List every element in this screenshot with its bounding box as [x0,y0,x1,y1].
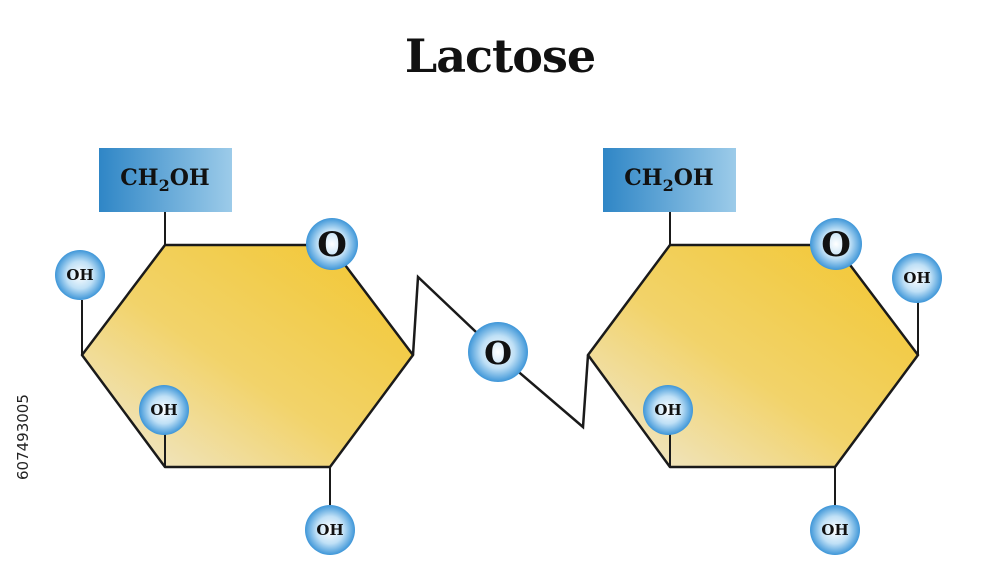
right-oh-bottom: OH [821,521,848,539]
left-ring-oxygen-glow [306,218,358,270]
right-ch2oh-label: CH2OH [603,148,736,212]
right-oh-bottom-glow [810,505,860,555]
right-ch2oh-text: CH2OH [624,165,713,195]
left-ring: CH2OH O OH OH OH [55,148,415,555]
right-oh-inner: OH [654,401,681,419]
left-oh-inner-glow [139,385,189,435]
bridge-bond-left [411,274,496,356]
left-oh-bottom: OH [316,521,343,539]
bridge-oxygen: O [484,334,512,372]
right-ring-oxygen-glow [810,218,862,270]
left-oh-top-left-glow [55,250,105,300]
bridge-bond-right [499,354,590,430]
left-ring-oxygen: O [317,225,347,265]
left-oh-inner: OH [150,401,177,419]
right-ring: CH2OH O OH OH OH [586,148,942,555]
bridge-oxygen-glow [468,322,528,382]
page-title: Lactose [405,29,595,83]
stock-id-watermark: 607493005 [14,394,32,480]
right-oh-right-glow [892,253,942,303]
right-oh-right: OH [903,269,930,287]
left-ch2oh-box [99,148,232,212]
right-ring-hexagon [586,243,920,469]
right-ring-oxygen: O [821,225,851,265]
right-oh-inner-glow [643,385,693,435]
left-oh-bottom-glow [305,505,355,555]
left-ch2oh-label: CH2OH [99,148,232,212]
glycosidic-bridge: O [411,274,590,430]
left-ring-hexagon [80,243,415,469]
left-oh-top-left: OH [66,266,93,284]
left-ch2oh-text: CH2OH [120,165,209,195]
right-ch2oh-box [603,148,736,212]
